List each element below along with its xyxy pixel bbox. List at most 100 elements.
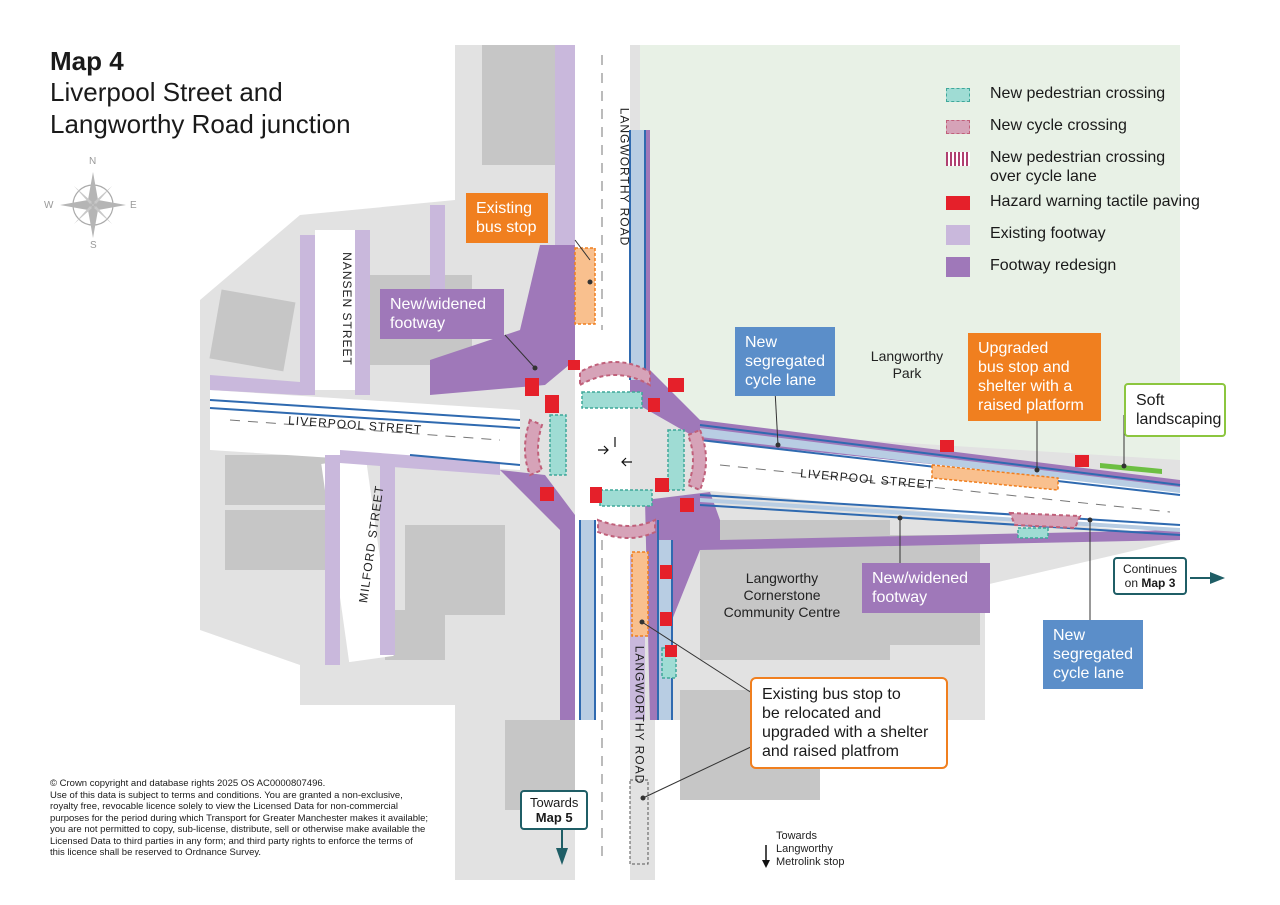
legend-label: New cycle crossing bbox=[990, 117, 1127, 134]
continues-line1: Continues bbox=[1123, 562, 1178, 576]
callout-line: shelter with a bbox=[978, 378, 1073, 395]
callout-line: Existing bus stop to bbox=[762, 686, 901, 703]
towards-metrolink-line1: Towards bbox=[776, 830, 817, 842]
place-label-line: Community Centre bbox=[723, 604, 841, 620]
street-label-nansen-street: NANSEN STREET bbox=[339, 252, 354, 366]
leader-dot bbox=[640, 795, 646, 801]
street-label-langworthy-road-south: LANGWORTHY ROAD bbox=[632, 645, 647, 785]
towards-metrolink-label: Towards Langworthy Metrolink stop bbox=[776, 830, 844, 869]
place-label-line: Langworthy bbox=[870, 348, 944, 364]
metrolink-stop-outline bbox=[629, 779, 649, 865]
leader-dot bbox=[775, 442, 781, 448]
legend-label: Hazard warning tactile paving bbox=[990, 193, 1200, 210]
compass-n: N bbox=[89, 156, 97, 167]
place-label-line: Park bbox=[892, 365, 922, 381]
callout-existing-bus-stop: Existing bus stop bbox=[466, 193, 548, 243]
legend-label-multiline: New pedestrian crossing over cycle lane bbox=[990, 148, 1165, 186]
callout-line: Upgraded bbox=[978, 340, 1049, 357]
metrolink-arrowhead-icon bbox=[762, 860, 770, 868]
place-label-community-centre: Langworthy Cornerstone Community Centre bbox=[712, 570, 852, 621]
map-title-line2: Langworthy Road junction bbox=[50, 109, 351, 139]
legend-label-line2: over cycle lane bbox=[990, 168, 1097, 185]
legend-item-crossing-over-cycle-lane: New pedestrian crossing over cycle lane bbox=[946, 144, 1246, 188]
callout-line: footway bbox=[872, 589, 928, 606]
callout-upgraded-bus-stop: Upgraded bus stop and shelter with a rai… bbox=[968, 333, 1101, 421]
legend-label: Existing footway bbox=[990, 225, 1106, 242]
continues-prefix: on bbox=[1124, 576, 1142, 590]
callout-line: segregated bbox=[1053, 646, 1134, 663]
legend-label-line1: New pedestrian crossing bbox=[990, 149, 1166, 166]
legend-label: New pedestrian crossing bbox=[990, 85, 1166, 102]
leader-dot bbox=[1034, 467, 1040, 473]
callout-soft-landscaping: Soft landscaping bbox=[1124, 383, 1226, 437]
callout-line: raised platform bbox=[978, 397, 1084, 414]
towards-metrolink-line2: Langworthy bbox=[776, 843, 833, 855]
street-label-langworthy-road-north: LANGWORTHY ROAD bbox=[617, 107, 632, 247]
legend-item-tactile-paving: Hazard warning tactile paving bbox=[946, 188, 1246, 220]
leader-dot bbox=[897, 515, 903, 521]
red-swatch-icon bbox=[946, 196, 970, 210]
callout-new-segregated-cycle-lane-south: New segregated cycle lane bbox=[1043, 620, 1143, 689]
callout-line: segregated bbox=[745, 353, 826, 370]
striped-swatch-icon bbox=[946, 152, 970, 166]
pedestrian-crossings bbox=[549, 391, 1049, 679]
teal-dashed-swatch-icon bbox=[946, 88, 970, 102]
towards-map5-arrowhead-icon bbox=[556, 848, 568, 865]
road-markings bbox=[229, 55, 1171, 860]
callout-new-widened-footway-east: New/widened footway bbox=[862, 563, 990, 613]
soft-landscaping-strip bbox=[1100, 463, 1162, 474]
continues-map-ref: Map 3 bbox=[1141, 576, 1176, 590]
leader-dot bbox=[532, 365, 538, 371]
copyright-body: Use of this data is subject to terms and… bbox=[50, 789, 429, 859]
legend-item-footway-redesign: Footway redesign bbox=[946, 252, 1246, 284]
red-dashed-swatch-icon bbox=[946, 120, 970, 134]
legend-item-pedestrian-crossing: New pedestrian crossing bbox=[946, 80, 1246, 112]
callout-line: bus stop bbox=[476, 219, 537, 236]
callout-line: landscaping bbox=[1136, 411, 1222, 428]
copyright-line1: © Crown copyright and database rights 20… bbox=[50, 778, 326, 789]
callout-line: footway bbox=[390, 315, 446, 332]
leader-dot bbox=[1121, 463, 1127, 469]
place-label-langworthy-park: Langworthy Park bbox=[852, 348, 962, 382]
callout-line: New bbox=[745, 334, 778, 351]
light-purple-swatch-icon bbox=[946, 225, 970, 245]
existing-footway bbox=[210, 45, 645, 720]
continues-on-map3-link[interactable]: Continues on Map 3 bbox=[1113, 557, 1188, 595]
compass-s: S bbox=[90, 240, 97, 251]
compass-w: W bbox=[44, 200, 54, 211]
callout-line: Soft bbox=[1136, 392, 1165, 409]
leader-dot bbox=[1087, 517, 1093, 523]
towards-map5-line1: Towards bbox=[530, 795, 579, 810]
callout-line: upgraded with a shelter bbox=[762, 724, 929, 741]
leader-dot bbox=[639, 619, 645, 625]
callout-line: Existing bbox=[476, 200, 533, 217]
copyright-notice: © Crown copyright and database rights 20… bbox=[50, 778, 430, 859]
map-legend: New pedestrian crossing New cycle crossi… bbox=[946, 80, 1246, 284]
callout-line: New/widened bbox=[390, 296, 487, 313]
callout-relocated-bus-stop: Existing bus stop to be relocated and up… bbox=[750, 677, 948, 769]
callout-line: and raised platfrom bbox=[762, 743, 899, 760]
towards-map5-line2: Map 5 bbox=[535, 810, 573, 825]
map-number: Map 4 bbox=[50, 46, 124, 76]
towards-map5-link[interactable]: Towards Map 5 bbox=[520, 790, 589, 830]
callout-new-widened-footway-west: New/widened footway bbox=[380, 289, 504, 339]
footway-redesign bbox=[430, 130, 1180, 720]
tactile-paving bbox=[525, 360, 1089, 657]
callout-line: bus stop and bbox=[978, 359, 1070, 376]
callout-line: cycle lane bbox=[1053, 665, 1125, 682]
bus-stops bbox=[574, 247, 1059, 637]
legend-item-cycle-crossing: New cycle crossing bbox=[946, 112, 1246, 144]
compass-e: E bbox=[130, 200, 137, 211]
callout-line: New bbox=[1053, 627, 1086, 644]
leader-dot bbox=[587, 279, 593, 285]
continues-line2: on Map 3 bbox=[1123, 576, 1177, 590]
callout-line: New/widened bbox=[872, 570, 969, 587]
place-label-line: Langworthy bbox=[745, 570, 819, 586]
map-title-line1: Liverpool Street and bbox=[50, 77, 283, 107]
traffic-arrows-icon bbox=[598, 437, 632, 467]
callout-line: cycle lane bbox=[745, 372, 817, 389]
legend-label: Footway redesign bbox=[990, 257, 1117, 274]
compass-rose-icon: N E S W bbox=[44, 156, 138, 251]
callout-line: be relocated and bbox=[762, 705, 882, 722]
